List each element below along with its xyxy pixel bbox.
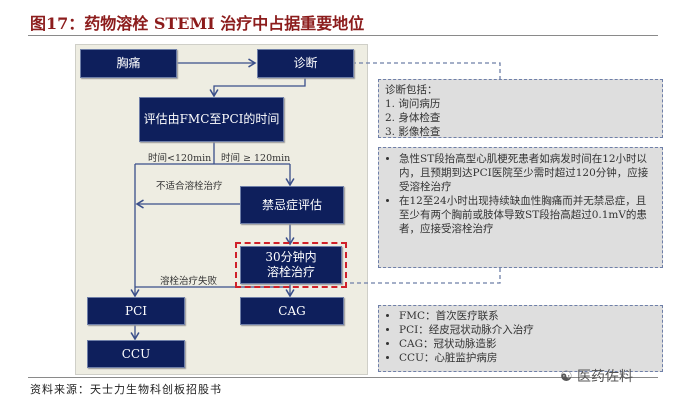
thrombolysis-line1: 30分钟内 — [265, 250, 317, 264]
criteria-item: 在12至24小时出现持续缺血性胸痛而并无禁忌症，且至少有两个胸前或肢体导致ST段… — [399, 194, 656, 236]
figure-title: 图17：药物溶栓 STEMI 治疗中占据重要地位 — [30, 14, 365, 33]
box-assess-time: 评估由FMC至PCI的时间 — [139, 97, 284, 142]
box-contraindication: 禁忌症评估 — [240, 186, 344, 224]
note-diagnosis: 诊断包括： 1. 询问病历 2. 身体检查 3. 影像检查 — [378, 79, 663, 138]
box-diagnosis: 诊断 — [257, 49, 354, 78]
glossary-item: PCI：经皮冠状动脉介入治疗 — [399, 323, 656, 337]
label-ge120: 时间 ≥ 120min — [221, 153, 291, 164]
label-lt120: 时间<120min — [148, 153, 212, 164]
highlight-frame — [235, 242, 347, 288]
watermark-text: 医药佐料 — [577, 369, 634, 385]
source-note: 资料来源：天士力生物科创板招股书 — [30, 383, 222, 396]
box-ccu: CCU — [87, 340, 185, 368]
glossary-item: FMC：首次医疗联系 — [399, 309, 656, 323]
criteria-item: 急性ST段抬高型心肌梗死患者如病发时间在12小时以内，且预期到达PCI医院至少需… — [399, 152, 656, 194]
footer-divider — [28, 377, 658, 378]
glossary-item: CAG：冠状动脉造影 — [399, 337, 656, 351]
note-diagnosis-item: 3. 影像检查 — [385, 126, 441, 138]
note-diagnosis-item: 1. 询问病历 — [385, 98, 441, 110]
thrombolysis-line2: 溶栓治疗 — [266, 265, 315, 279]
box-thrombolysis: 30分钟内 溶栓治疗 — [240, 246, 342, 284]
box-pci: PCI — [87, 297, 185, 325]
note-glossary: FMC：首次医疗联系 PCI：经皮冠状动脉介入治疗 CAG：冠状动脉造影 CCU… — [378, 305, 663, 372]
dashed-link-diagnosis — [352, 62, 501, 79]
note-criteria: 急性ST段抬高型心肌梗死患者如病发时间在12小时以内，且预期到达PCI医院至少需… — [378, 147, 663, 268]
label-failed: 溶栓治疗失败 — [160, 276, 218, 287]
title-divider — [28, 35, 658, 36]
glossary-item: CCU：心脏监护病房 — [399, 351, 656, 365]
box-chest-pain: 胸痛 — [80, 49, 177, 78]
watermark: ☯ 医药佐料 — [560, 366, 633, 386]
box-cag: CAG — [240, 297, 344, 325]
dashed-link-thrombolysis — [345, 268, 501, 284]
label-not-suitable: 不适合溶栓治疗 — [156, 181, 223, 192]
arrow-diagnosis-assess — [209, 76, 306, 98]
wechat-icon: ☯ — [560, 369, 578, 385]
note-diagnosis-item: 2. 身体检查 — [385, 112, 441, 124]
note-diagnosis-title: 诊断包括： — [385, 84, 438, 96]
line-assess-split — [135, 140, 290, 165]
